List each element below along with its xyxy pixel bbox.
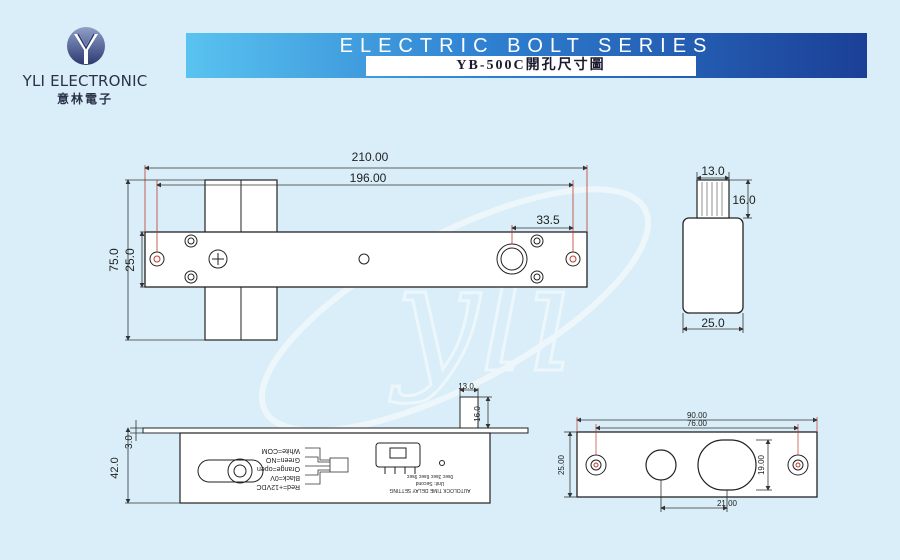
- cutout-plate: [576, 431, 818, 498]
- front-dim-bolt-width: 13.0: [458, 382, 474, 391]
- cutout-dim-holes: 76.00: [687, 419, 708, 428]
- top-view: 210.00 196.00 33.5 75.0 25.0: [107, 150, 588, 341]
- side-dim-bolt-width: 13.0: [701, 164, 725, 178]
- side-view: 13.0 16.0 25.0: [682, 164, 756, 333]
- cutout-dim-offset: 21.00: [717, 499, 738, 508]
- front-dim-bolt-height: 16.0: [473, 406, 482, 422]
- side-dim-bolt-height: 16.0: [732, 193, 756, 207]
- indicator-hole: [358, 253, 370, 265]
- series-title: ELECTRIC BOLT SERIES: [339, 35, 714, 57]
- wire-label-green: Green=NO: [265, 456, 300, 463]
- model-title: YB-500C開孔尺寸圖: [366, 56, 696, 76]
- wire-label-orange: Orange=open: [257, 465, 300, 472]
- dim-overall-height: 75.0: [107, 248, 121, 272]
- cutout-dim-bolt: 19.00: [757, 454, 766, 475]
- front-dim-plate: 3.0: [124, 435, 135, 449]
- cutout-view: 90.00 76.00 25.00 19.00 21.00: [557, 411, 818, 512]
- title-banner: ELECTRIC BOLT SERIES YB-500C開孔尺寸圖: [186, 33, 867, 78]
- delay-setting-title: AUTOLOCK TIME DELAY SETTING: [389, 487, 470, 493]
- wire-label-red: Red=+12VDC: [256, 483, 300, 490]
- cutout-dim-total: 90.00: [687, 411, 708, 420]
- front-dim-height: 42.0: [109, 457, 121, 478]
- watermark: yli: [258, 186, 652, 434]
- delay-switch: [375, 442, 421, 474]
- side-dim-body-width: 25.0: [701, 316, 725, 330]
- dim-hole-spacing: 196.00: [350, 171, 387, 185]
- side-body: [682, 217, 744, 314]
- dim-total-length: 210.00: [352, 150, 389, 164]
- yli-logo-icon: [67, 27, 105, 65]
- brand-name-chinese: 意林電子: [56, 92, 113, 106]
- front-body: [179, 432, 491, 504]
- brand-block: YLI ELECTRONIC 意林電子: [0, 0, 170, 110]
- brand-name: YLI ELECTRONIC: [22, 72, 148, 90]
- wires: [305, 447, 349, 485]
- cutout-dim-height: 25.00: [557, 454, 566, 475]
- wire-label-black: Black=0V: [270, 474, 300, 481]
- front-plate: [142, 427, 529, 434]
- led-indicator: [439, 460, 445, 466]
- front-view: Red=+12VDC Black=0V Orange=open Green=NO…: [109, 382, 529, 504]
- dim-bolt-offset: 33.5: [536, 213, 560, 227]
- front-bolt: [459, 396, 479, 429]
- mounting-plate: [144, 231, 588, 288]
- solenoid: [197, 459, 264, 483]
- delay-setting-unit: Unit: Second: [415, 480, 444, 486]
- dim-plate-height: 25.0: [123, 248, 137, 272]
- delay-setting-options: 0sec 3sec 6sec 9sec: [406, 473, 453, 479]
- wire-label-white: White=COM: [262, 447, 300, 454]
- screws: [184, 234, 544, 284]
